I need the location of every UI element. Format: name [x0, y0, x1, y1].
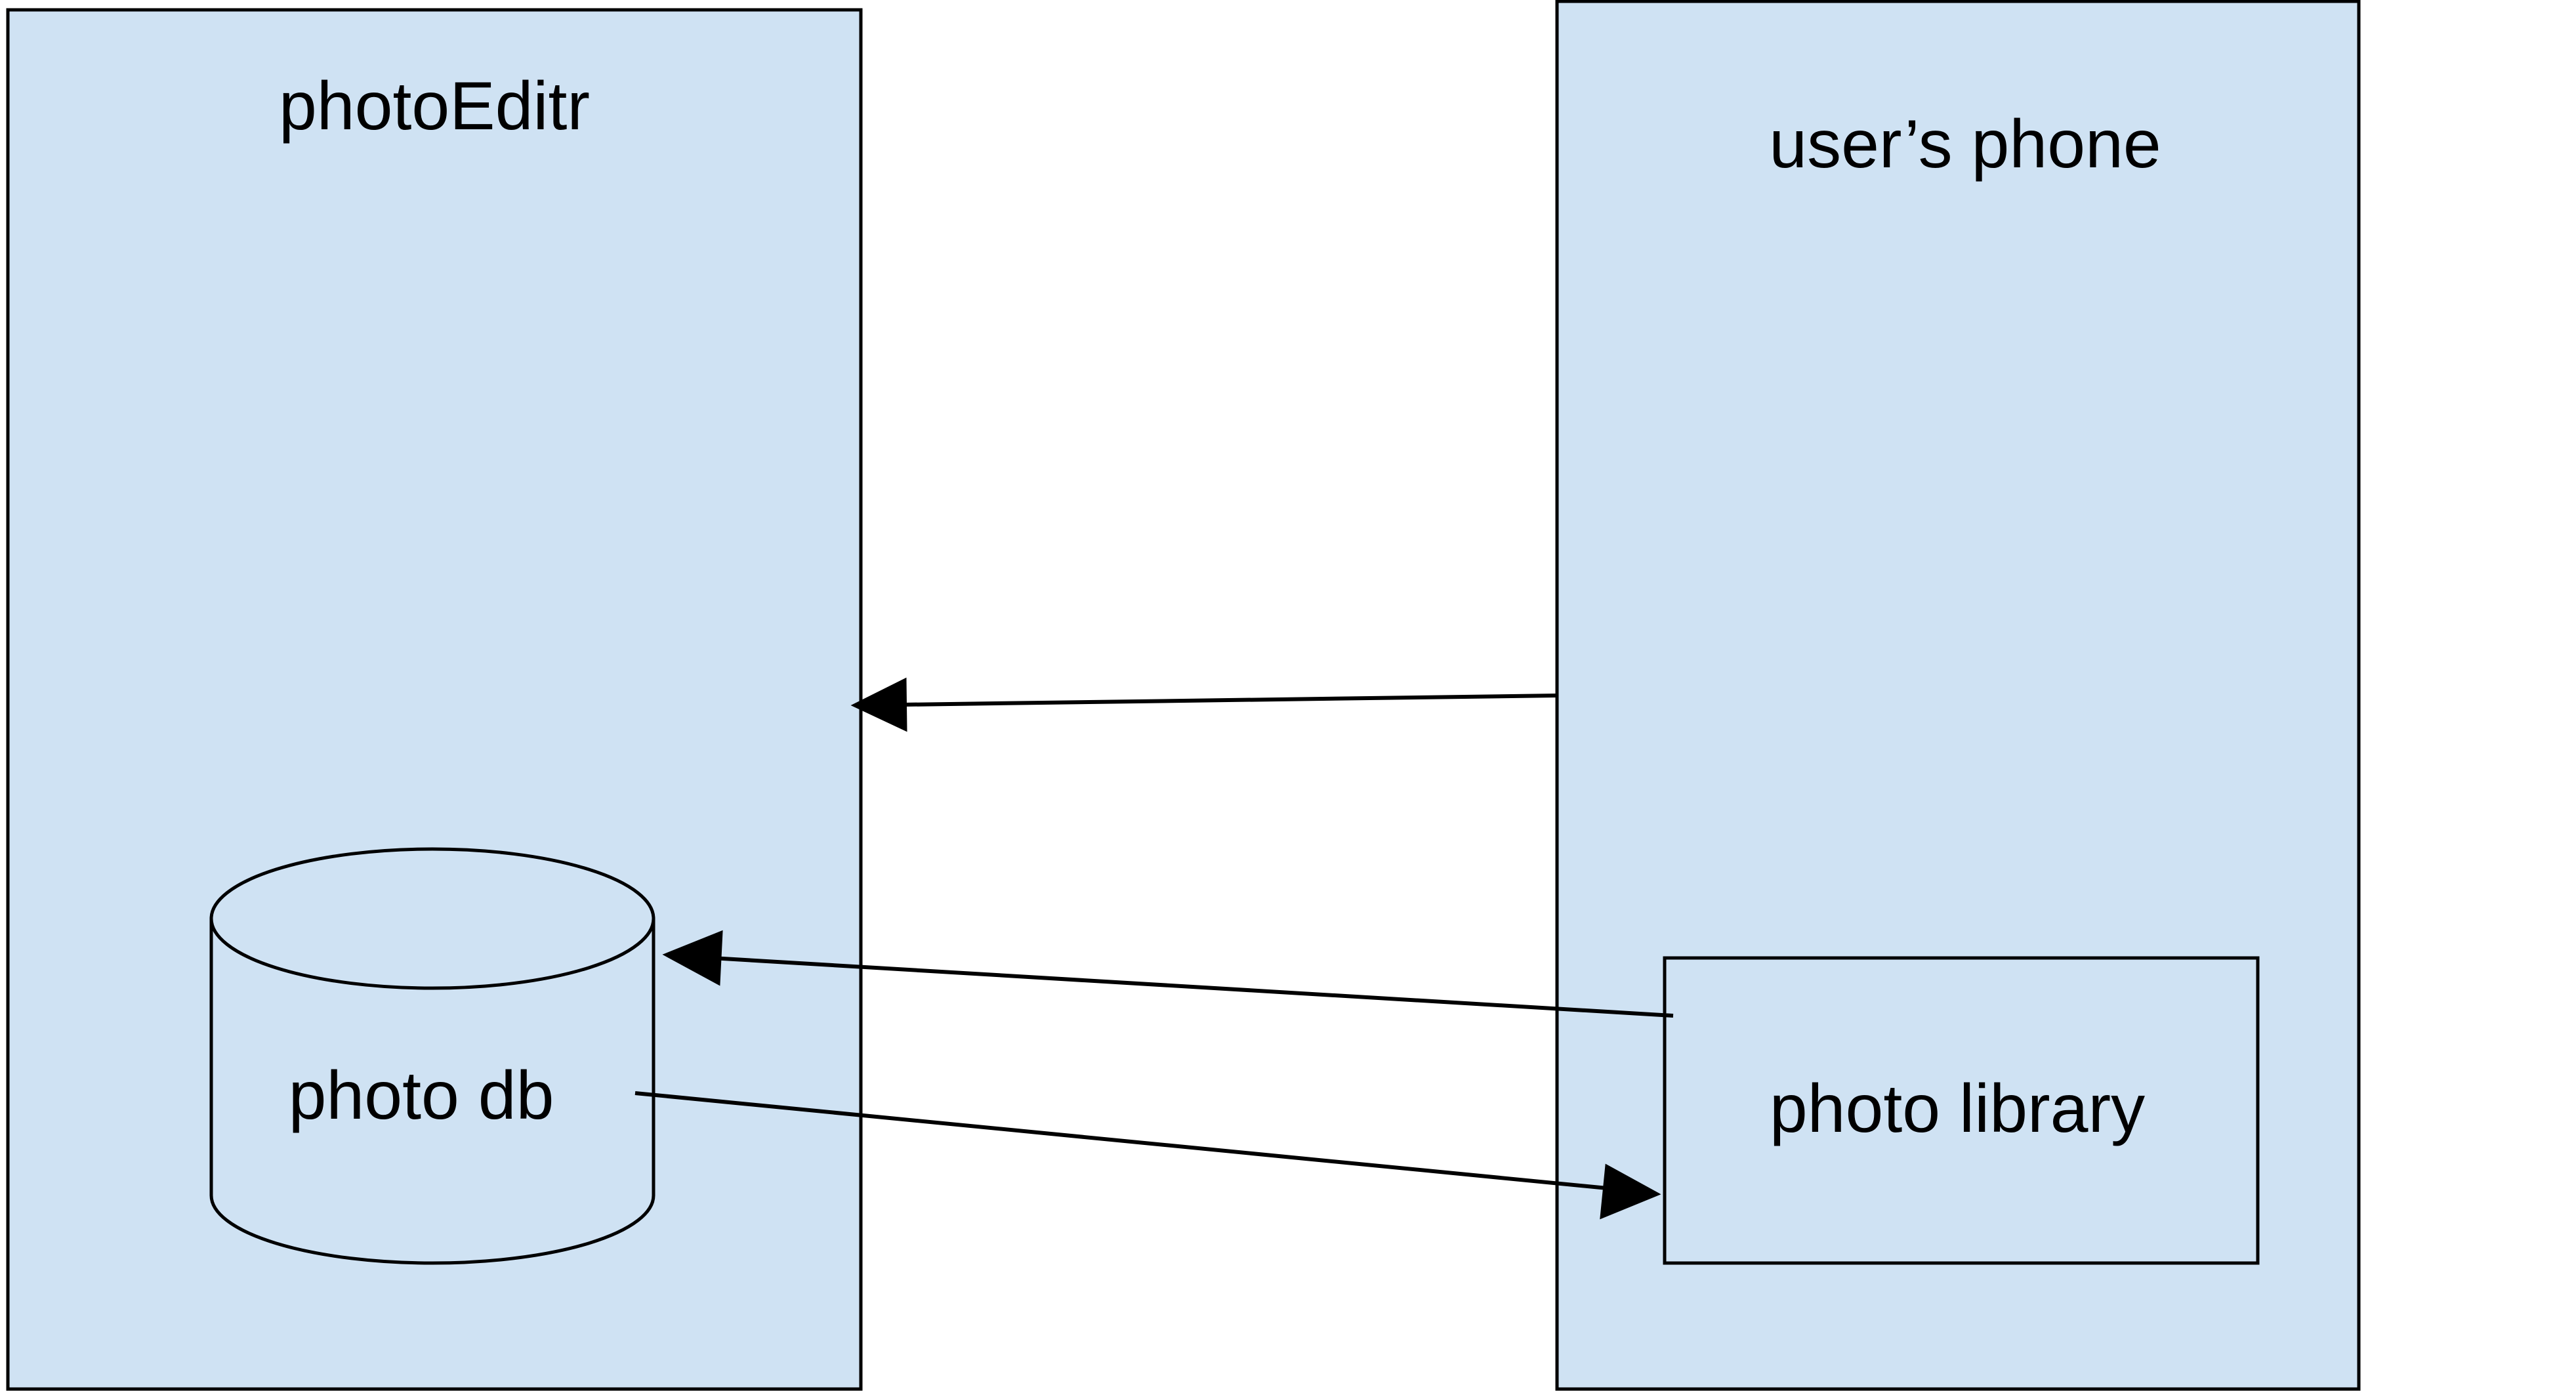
arrow-phone-to-editr-head: [850, 677, 907, 732]
photo-db-body: [209, 919, 655, 1265]
arrow-phone-to-editr: [850, 677, 1558, 732]
arrow-db-to-library-line: [634, 1091, 1615, 1191]
arrow-phone-to-editr-line: [902, 694, 1558, 707]
arrow-library-to-db-head: [662, 930, 723, 986]
photo-library-box: [1663, 956, 2260, 1265]
arrow-db-to-library-head: [1600, 1163, 1661, 1220]
arrow-library-to-db-line: [711, 956, 1674, 1018]
photo-db-top: [209, 847, 655, 990]
photo-editr-label: photoEditr: [279, 68, 590, 144]
users-phone-label: user’s phone: [1769, 106, 2161, 182]
photo-library-label: photo library: [1770, 1071, 2145, 1147]
arrow-db-to-library: [634, 1091, 1661, 1220]
photo-library-node: photo library: [1663, 956, 2260, 1265]
photo-db-cylinder: photo db: [209, 847, 655, 1265]
arrow-library-to-db: [662, 930, 1674, 1018]
photo-db-label: photo db: [289, 1058, 554, 1134]
